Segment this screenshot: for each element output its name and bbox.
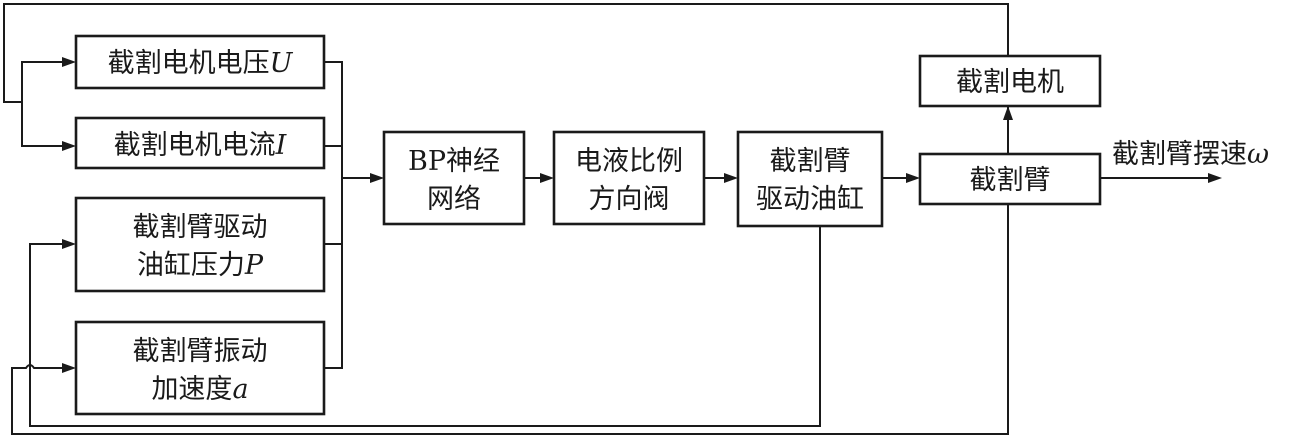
cutting-motor-label: 截割电机 bbox=[956, 67, 1064, 98]
pressure-line1: 截割臂驱动 bbox=[133, 212, 268, 243]
arrowhead-vibration bbox=[62, 363, 76, 373]
arrowhead-bp bbox=[370, 173, 384, 183]
cutting-arm-label: 截割臂 bbox=[970, 165, 1051, 196]
current-label: 截割电机电流 bbox=[114, 130, 276, 161]
vibration-line2: 加速度 bbox=[151, 374, 232, 405]
arrowhead-cylinder bbox=[724, 173, 738, 183]
output-label: 截割臂摆速ω bbox=[1112, 139, 1269, 170]
feedback-wire-to-current bbox=[21, 102, 68, 147]
voltage-symbol: U bbox=[270, 48, 294, 79]
valve-line2: 方向阀 bbox=[589, 184, 670, 215]
input-block-vibration: 截割臂振动 加速度a bbox=[74, 320, 326, 416]
arrowhead-pressure bbox=[62, 239, 76, 249]
svg-text:截割电机电压U: 截割电机电压U bbox=[108, 48, 294, 79]
output-symbol: ω bbox=[1247, 139, 1269, 170]
bp-network-line2: 网络 bbox=[427, 184, 481, 215]
arrowhead-current bbox=[62, 141, 76, 151]
svg-text:加速度a: 加速度a bbox=[151, 374, 248, 405]
svg-text:截割电机电流I: 截割电机电流I bbox=[114, 130, 288, 161]
voltage-label: 截割电机电压 bbox=[108, 48, 270, 79]
block-proportional-valve: 电液比例 方向阀 bbox=[552, 130, 706, 226]
valve-line1: 电液比例 bbox=[575, 146, 683, 177]
current-symbol: I bbox=[275, 130, 288, 161]
input-block-pressure: 截割臂驱动 油缸压力P bbox=[74, 196, 326, 293]
wires bbox=[3, 3, 1212, 435]
arrowheads bbox=[62, 57, 1222, 373]
bp-network-line1: BP神经 bbox=[408, 146, 500, 177]
block-bp-network: BP神经 网络 bbox=[382, 130, 526, 226]
arrowhead-arm bbox=[906, 173, 920, 183]
cylinder-line1: 截割臂 bbox=[770, 146, 851, 177]
block-cutting-motor: 截割电机 bbox=[918, 54, 1102, 108]
arrowhead-output bbox=[1208, 173, 1222, 183]
feedback-wire-to-vibration bbox=[11, 236, 1009, 435]
arrowhead-motor bbox=[1003, 106, 1013, 120]
vibration-line1: 截割臂振动 bbox=[133, 336, 268, 367]
output-text: 截割臂摆速 bbox=[1112, 139, 1247, 170]
input-block-current: 截割电机电流I bbox=[74, 116, 326, 170]
cylinder-line2: 驱动油缸 bbox=[756, 184, 864, 215]
arrowhead-valve bbox=[540, 173, 554, 183]
pressure-symbol: P bbox=[244, 250, 264, 281]
input-block-voltage: 截割电机电压U bbox=[74, 34, 326, 90]
pressure-line2: 油缸压力 bbox=[137, 250, 245, 281]
vibration-symbol: a bbox=[232, 374, 248, 405]
block-cutting-arm: 截割臂 bbox=[918, 152, 1102, 206]
feedback-wire-to-pressure bbox=[29, 226, 821, 427]
input-bus-wire bbox=[324, 61, 376, 369]
svg-text:油缸压力P: 油缸压力P bbox=[137, 250, 264, 281]
feedback-wire-to-voltage bbox=[21, 61, 68, 102]
block-drive-cylinder: 截割臂 驱动油缸 bbox=[736, 130, 884, 228]
arrowhead-voltage bbox=[62, 57, 76, 67]
